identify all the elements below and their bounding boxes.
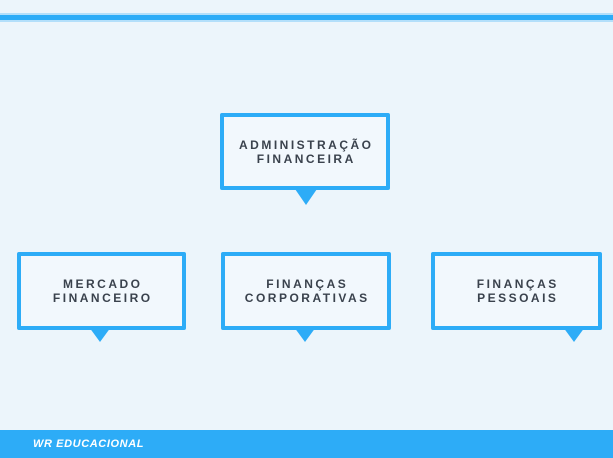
callout-pointer-down-icon xyxy=(295,189,317,205)
callout-pointer-down-icon xyxy=(294,327,316,342)
node-administracao-financeira: ADMINISTRAÇÃO FINANCEIRA xyxy=(220,113,390,190)
node-financas-pessoais: FINANÇAS PESSOAIS xyxy=(431,252,602,330)
footer-bar: WR EDUCACIONAL xyxy=(0,430,613,458)
brand-label: WR EDUCACIONAL xyxy=(33,438,145,450)
node-label: FINANÇAS xyxy=(266,277,349,291)
callout-pointer-down-icon xyxy=(89,327,111,342)
node-label: FINANCEIRA xyxy=(256,151,356,166)
top-divider-rule xyxy=(0,15,613,20)
callout-pointer-down-icon xyxy=(563,327,585,342)
node-label: FINANCEIRO xyxy=(52,291,153,305)
node-label: FINANÇAS xyxy=(476,277,559,291)
node-label: MERCADO xyxy=(63,277,143,291)
node-financas-corporativas: FINANÇAS CORPORATIVAS xyxy=(221,252,391,330)
node-mercado-financeiro: MERCADO FINANCEIRO xyxy=(17,252,186,330)
node-label: ADMINISTRAÇÃO xyxy=(239,137,374,152)
node-label: PESSOAIS xyxy=(477,291,559,305)
node-label: CORPORATIVAS xyxy=(244,291,370,305)
